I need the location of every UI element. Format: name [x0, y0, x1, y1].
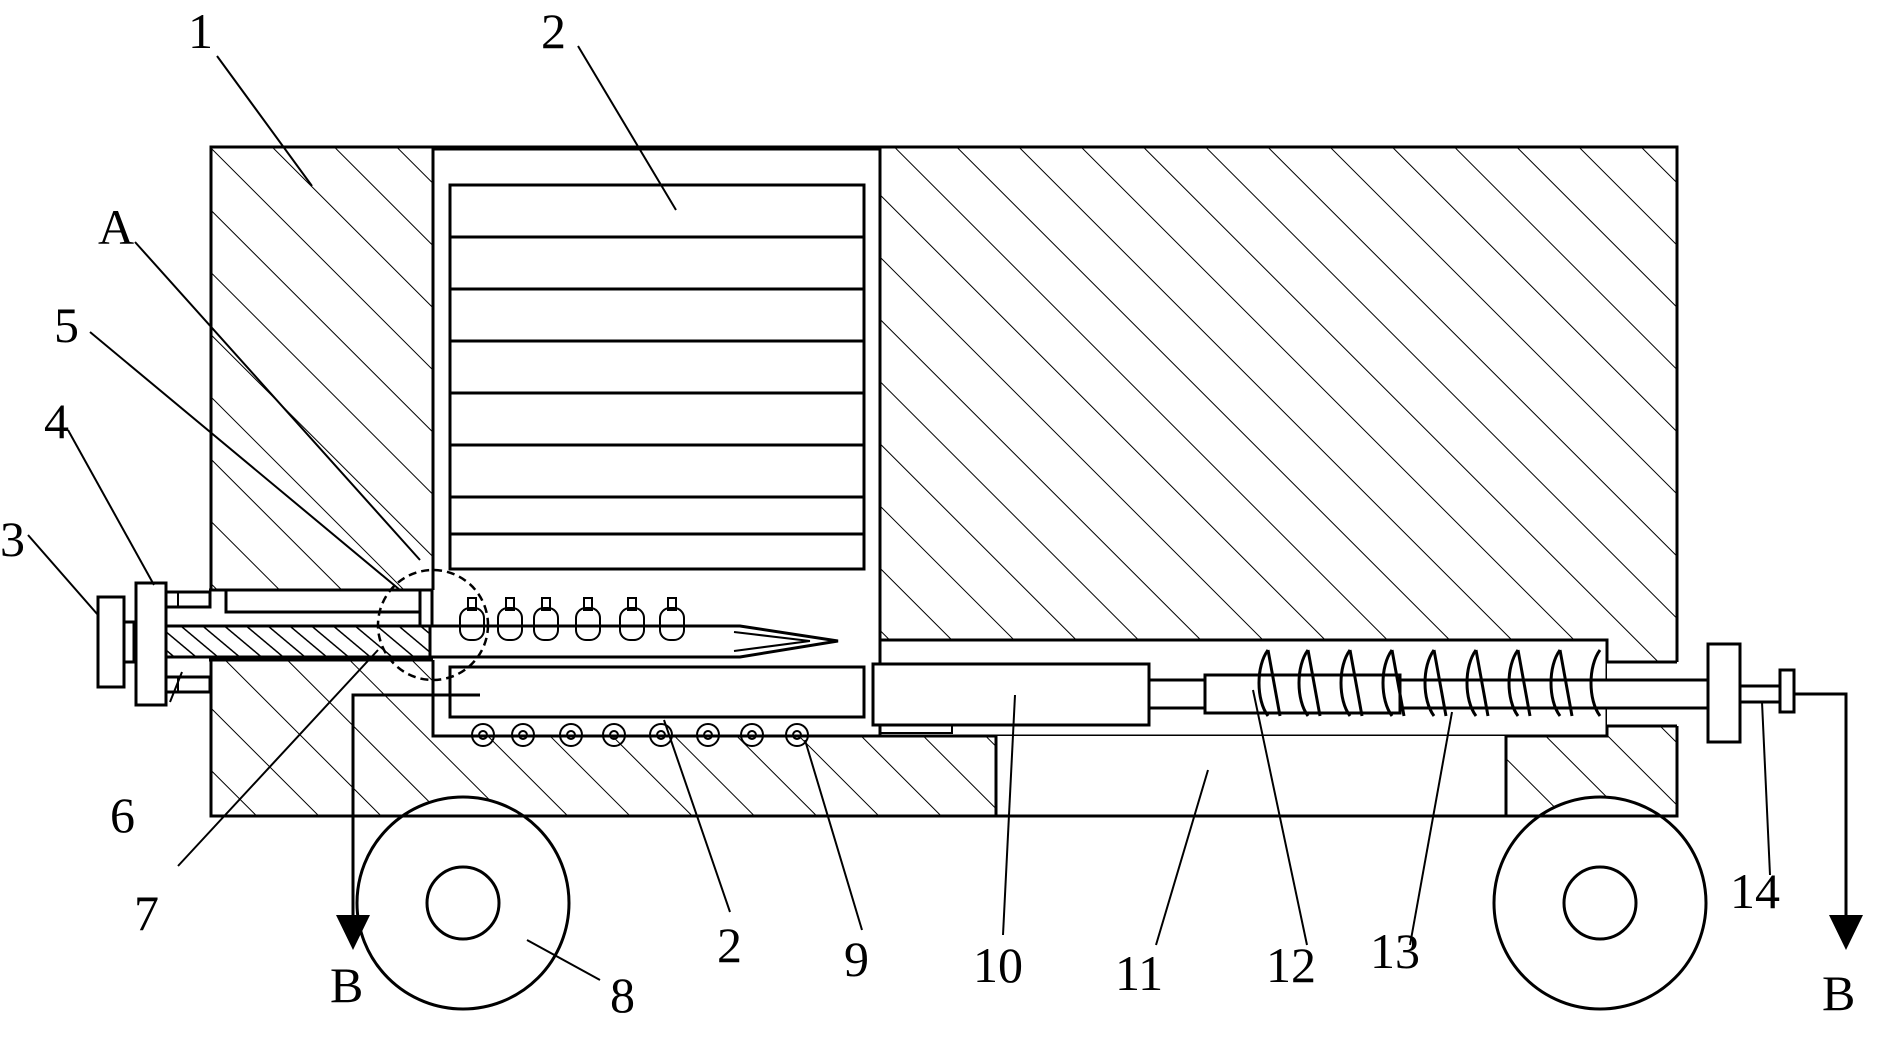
label-13: 13	[1370, 923, 1420, 979]
guide-plate	[224, 588, 422, 614]
leader-lines	[27, 45, 1771, 981]
label-9: 9	[844, 931, 869, 987]
nut-holder	[134, 581, 434, 707]
label-14: 14	[1730, 863, 1780, 919]
label-1: 1	[188, 3, 213, 59]
label-12: 12	[1266, 937, 1316, 993]
hand-knob	[96, 595, 126, 689]
part-labels: 1 2 A 5 4 3 6 7 2 9 10 11 12 13 14 8 B B	[0, 3, 1855, 1023]
end-stop	[1706, 642, 1742, 744]
motor-block	[871, 662, 1151, 727]
label-7: 7	[134, 885, 159, 941]
label-3: 3	[0, 511, 25, 567]
label-b-right: B	[1822, 965, 1855, 1021]
label-a: A	[98, 199, 134, 255]
slider-plate	[448, 665, 866, 719]
label-2-bottom: 2	[717, 917, 742, 973]
label-11: 11	[1115, 945, 1163, 1001]
label-6: 6	[110, 787, 135, 843]
label-4: 4	[44, 393, 69, 449]
label-5: 5	[54, 297, 79, 353]
wheels	[355, 795, 1708, 1011]
label-b-left: B	[330, 957, 363, 1013]
section-line-b	[336, 692, 1863, 950]
drill-screw	[96, 595, 839, 689]
label-10: 10	[973, 937, 1023, 993]
label-8: 8	[610, 967, 635, 1023]
detail-circle-a	[376, 568, 490, 682]
rollers	[471, 723, 809, 747]
label-2-top: 2	[541, 3, 566, 59]
rod-spring	[1147, 642, 1796, 744]
chain-clips	[459, 597, 685, 641]
magazine-stack	[448, 183, 866, 571]
